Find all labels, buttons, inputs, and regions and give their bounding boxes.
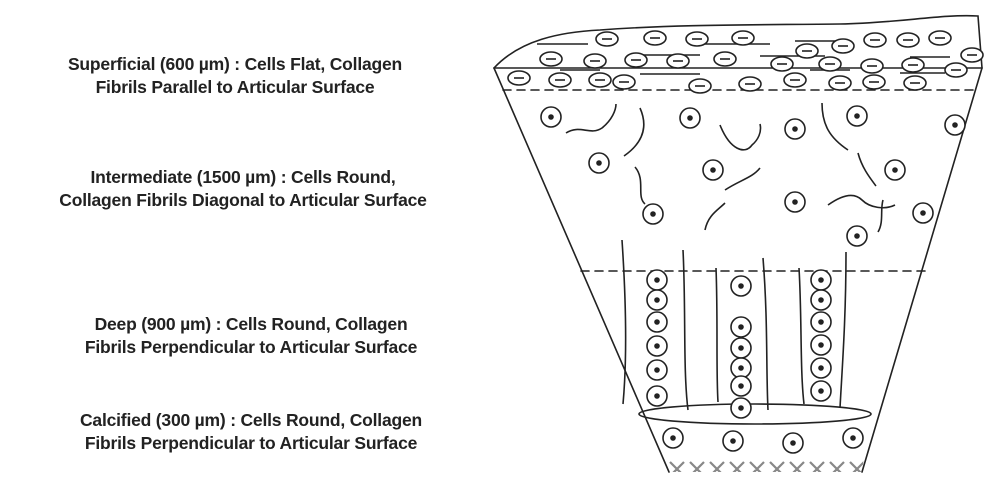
round-cell-nucleus	[952, 122, 958, 128]
round-cell-nucleus	[738, 365, 744, 371]
round-cell-nucleus	[548, 114, 554, 120]
round-cell-nucleus	[654, 319, 660, 325]
round-cell-nucleus	[738, 405, 744, 411]
round-cell-nucleus	[818, 297, 824, 303]
round-cell-nucleus	[654, 343, 660, 349]
round-cell-nucleus	[792, 126, 798, 132]
deep-zone-label-line1: Deep (900 µm) : Cells Round, Collagen	[94, 314, 408, 334]
round-cell-nucleus	[738, 283, 744, 289]
round-cell-nucleus	[818, 277, 824, 283]
intermediate-collagen-fibrils	[565, 102, 896, 233]
tidemark	[638, 403, 872, 425]
round-cell-nucleus	[738, 324, 744, 330]
superficial-flat-cells	[507, 30, 984, 94]
round-cell-nucleus	[738, 345, 744, 351]
round-chondrocytes	[540, 105, 966, 454]
round-cell-nucleus	[854, 113, 860, 119]
round-cell-nucleus	[850, 435, 856, 441]
round-cell-nucleus	[790, 440, 796, 446]
round-cell-nucleus	[710, 167, 716, 173]
round-cell-nucleus	[818, 365, 824, 371]
articular-surface-outline	[493, 14, 983, 69]
deep-zone-label: Deep (900 µm) : Cells Round, Collagen Fi…	[1, 313, 501, 359]
round-cell-nucleus	[654, 297, 660, 303]
round-cell-nucleus	[738, 383, 744, 389]
deep-collagen-fibrils	[621, 239, 847, 411]
round-cell-nucleus	[818, 342, 824, 348]
round-cell-nucleus	[654, 367, 660, 373]
intermediate-zone-label-line2: Collagen Fibrils Diagonal to Articular S…	[59, 190, 427, 210]
round-cell-nucleus	[792, 199, 798, 205]
calcified-zone-label: Calcified (300 µm) : Cells Round, Collag…	[1, 409, 501, 455]
round-cell-nucleus	[854, 233, 860, 239]
calcified-zone-label-line2: Fibrils Perpendicular to Articular Surfa…	[84, 433, 418, 453]
round-cell-nucleus	[818, 388, 824, 394]
deep-zone-label-line2: Fibrils Perpendicular to Articular Surfa…	[84, 337, 418, 357]
round-cell-nucleus	[654, 393, 660, 399]
superficial-collagen-fibrils	[537, 40, 950, 75]
superficial-zone-label: Superficial (600 µm) : Cells Flat, Colla…	[0, 53, 485, 99]
intermediate-zone-label: Intermediate (1500 µm) : Cells Round, Co…	[0, 166, 493, 212]
round-cell-nucleus	[596, 160, 602, 166]
round-cell-nucleus	[687, 115, 693, 121]
round-cell-nucleus	[650, 211, 656, 217]
round-cell-nucleus	[654, 277, 660, 283]
left-boundary	[493, 67, 670, 473]
subchondral-bone-hatch	[669, 461, 865, 472]
right-boundary	[861, 67, 983, 473]
intermediate-zone-label-line1: Intermediate (1500 µm) : Cells Round,	[90, 167, 396, 187]
round-cell-nucleus	[670, 435, 676, 441]
round-cell-nucleus	[818, 319, 824, 325]
superficial-zone-label-line2: Fibrils Parallel to Articular Surface	[95, 77, 375, 97]
calcified-zone-label-line1: Calcified (300 µm) : Cells Round, Collag…	[79, 410, 423, 430]
superficial-zone-label-line1: Superficial (600 µm) : Cells Flat, Colla…	[67, 54, 403, 74]
round-cell-nucleus	[892, 167, 898, 173]
round-cell-nucleus	[920, 210, 926, 216]
round-cell-nucleus	[730, 438, 736, 444]
